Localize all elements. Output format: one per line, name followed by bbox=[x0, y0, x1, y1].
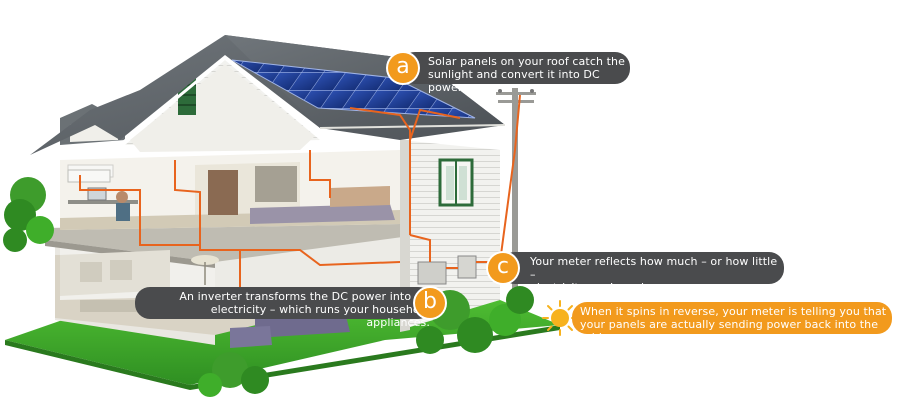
callout-c-badge: c bbox=[488, 253, 518, 283]
callout-a-text: Solar panels on your roof catch the sunl… bbox=[428, 55, 628, 94]
callout-b-line1: An inverter transforms the DC power into… bbox=[179, 290, 430, 303]
callout-c-line1: Your meter reflects how much – or how li… bbox=[530, 255, 778, 281]
callout-reverse-meter: When it spins in reverse, your meter is … bbox=[572, 302, 892, 344]
callout-reverse-meter-text: When it spins in reverse, your meter is … bbox=[580, 305, 890, 344]
callout-b-badge: b bbox=[415, 288, 445, 318]
callout-a-badge: a bbox=[388, 53, 418, 83]
callout-reverse-meter-line2: your panels are actually sending power b… bbox=[580, 318, 879, 344]
callout-b: An inverter transforms the DC power into… bbox=[135, 287, 447, 329]
callout-a: Solar panels on your roof catch the sunl… bbox=[388, 52, 630, 94]
callout-a-line1: Solar panels on your roof catch the bbox=[428, 55, 625, 68]
callout-c: Your meter reflects how much – or how li… bbox=[488, 252, 784, 294]
callout-c-line2: electricity you’re using. bbox=[530, 281, 662, 294]
callout-b-text: An inverter transforms the DC power into… bbox=[155, 290, 430, 329]
house bbox=[3, 35, 534, 397]
callout-reverse-meter-line1: When it spins in reverse, your meter is … bbox=[580, 305, 887, 318]
callout-b-line2: electricity – which runs your household … bbox=[210, 303, 430, 329]
utility-pole bbox=[496, 88, 536, 303]
callout-c-text: Your meter reflects how much – or how li… bbox=[530, 255, 780, 294]
solar-panel-array bbox=[231, 59, 476, 119]
callout-a-line2: sunlight and convert it into DC power. bbox=[428, 68, 600, 94]
